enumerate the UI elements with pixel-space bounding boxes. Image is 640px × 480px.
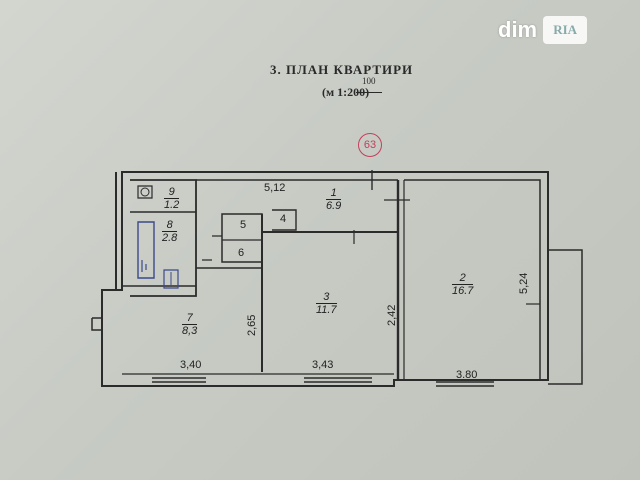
dim-room3-height: 2,42 bbox=[386, 304, 398, 326]
toilet-bowl bbox=[140, 187, 150, 197]
toilet bbox=[137, 185, 153, 199]
room2-inner-outline bbox=[404, 179, 541, 380]
dim-room3-width: 3,43 bbox=[312, 359, 334, 371]
room-4-number: 4 bbox=[280, 213, 287, 225]
plan-scale: (м 1:200) bbox=[322, 85, 370, 99]
scale-correction: 100 bbox=[362, 76, 376, 86]
sink bbox=[163, 269, 179, 289]
room-7-label: 7 8,3 bbox=[182, 312, 198, 338]
room-6-number: 6 bbox=[238, 247, 245, 259]
room-2-label: 2 16.7 bbox=[452, 272, 474, 298]
door-marks-pantry bbox=[202, 235, 222, 261]
scale-strikethrough bbox=[356, 92, 382, 93]
dim-room2-width: 3.80 bbox=[456, 369, 478, 381]
dim-room7-height: 2,65 bbox=[246, 314, 258, 336]
left-vent bbox=[91, 317, 102, 331]
plan-title: 3. ПЛАН КВАРТИРИ bbox=[270, 62, 414, 77]
room-3-label: 3 11.7 bbox=[316, 291, 337, 317]
dim-room7-width: 3,40 bbox=[180, 359, 202, 371]
room-8-label: 8 2.8 bbox=[162, 219, 178, 245]
room-5-number: 5 bbox=[240, 219, 247, 231]
window-room2 bbox=[436, 381, 494, 387]
balcony-outline bbox=[548, 249, 583, 385]
bathtub-tap bbox=[141, 260, 147, 272]
dim-corridor-length: 5,12 bbox=[264, 182, 286, 194]
bathtub bbox=[137, 221, 155, 279]
watermark-text: dim bbox=[498, 17, 538, 42]
bathroom-walls bbox=[130, 179, 197, 297]
closet-4-outline bbox=[272, 209, 297, 231]
inventory-stamp: 63 bbox=[358, 133, 382, 157]
room-1-label: 1 6.9 bbox=[326, 187, 342, 213]
watermark-badge: RIA bbox=[543, 16, 588, 44]
room-9-label: 9 1.2 bbox=[164, 186, 180, 212]
window-room3 bbox=[304, 377, 372, 383]
window-room7 bbox=[152, 377, 206, 383]
dim-room2-height: 5,24 bbox=[518, 272, 530, 294]
dim-ria-watermark: dim RIA bbox=[498, 12, 608, 48]
